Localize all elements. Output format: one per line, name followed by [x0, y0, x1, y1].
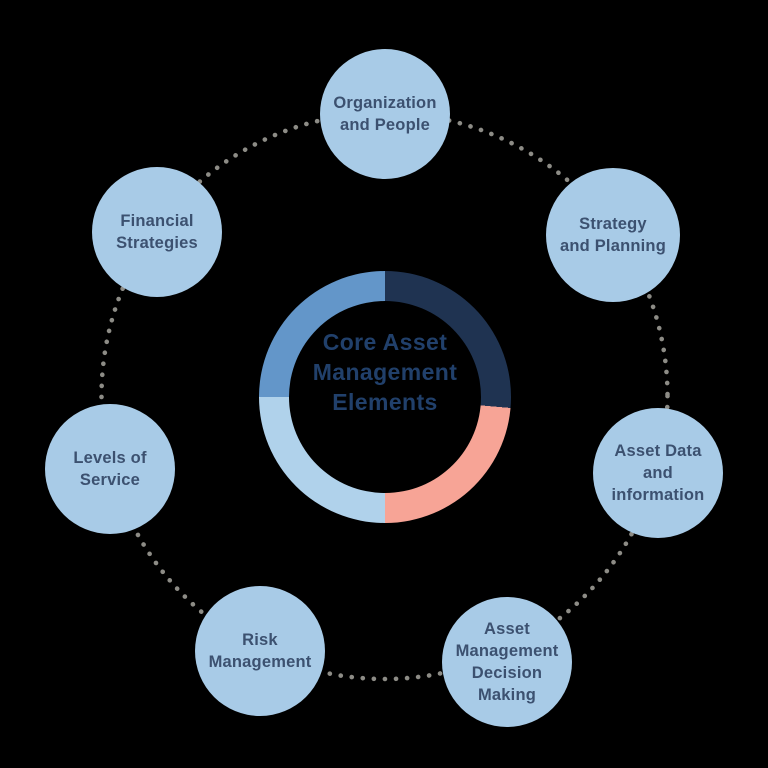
node-label: Financial Strategies — [116, 212, 198, 252]
node-label: Strategy and Planning — [560, 215, 666, 255]
node-financial-strategies: Financial Strategies — [92, 167, 222, 297]
node-label: Organization and People — [333, 94, 437, 134]
node-asset-management-decision-making: Asset Management Decision Making — [442, 597, 572, 727]
node-label: Asset Management Decision Making — [455, 620, 559, 704]
donut-hole — [289, 301, 481, 493]
node-risk-management: Risk Management — [195, 586, 325, 716]
node-label: Asset Data and information — [611, 442, 705, 504]
node-asset-data-and-information: Asset Data and information — [593, 408, 723, 538]
node-organization-and-people: Organization and People — [320, 49, 450, 179]
diagram-title: Core Asset Management Elements — [312, 329, 458, 415]
node-label: Risk Management — [208, 631, 312, 671]
node-levels-of-service: Levels of Service — [45, 404, 175, 534]
node-label: Levels of Service — [73, 449, 147, 489]
core-elements-donut-ring: Core Asset Management Elements — [259, 271, 511, 523]
node-strategy-and-planning: Strategy and Planning — [546, 168, 680, 302]
